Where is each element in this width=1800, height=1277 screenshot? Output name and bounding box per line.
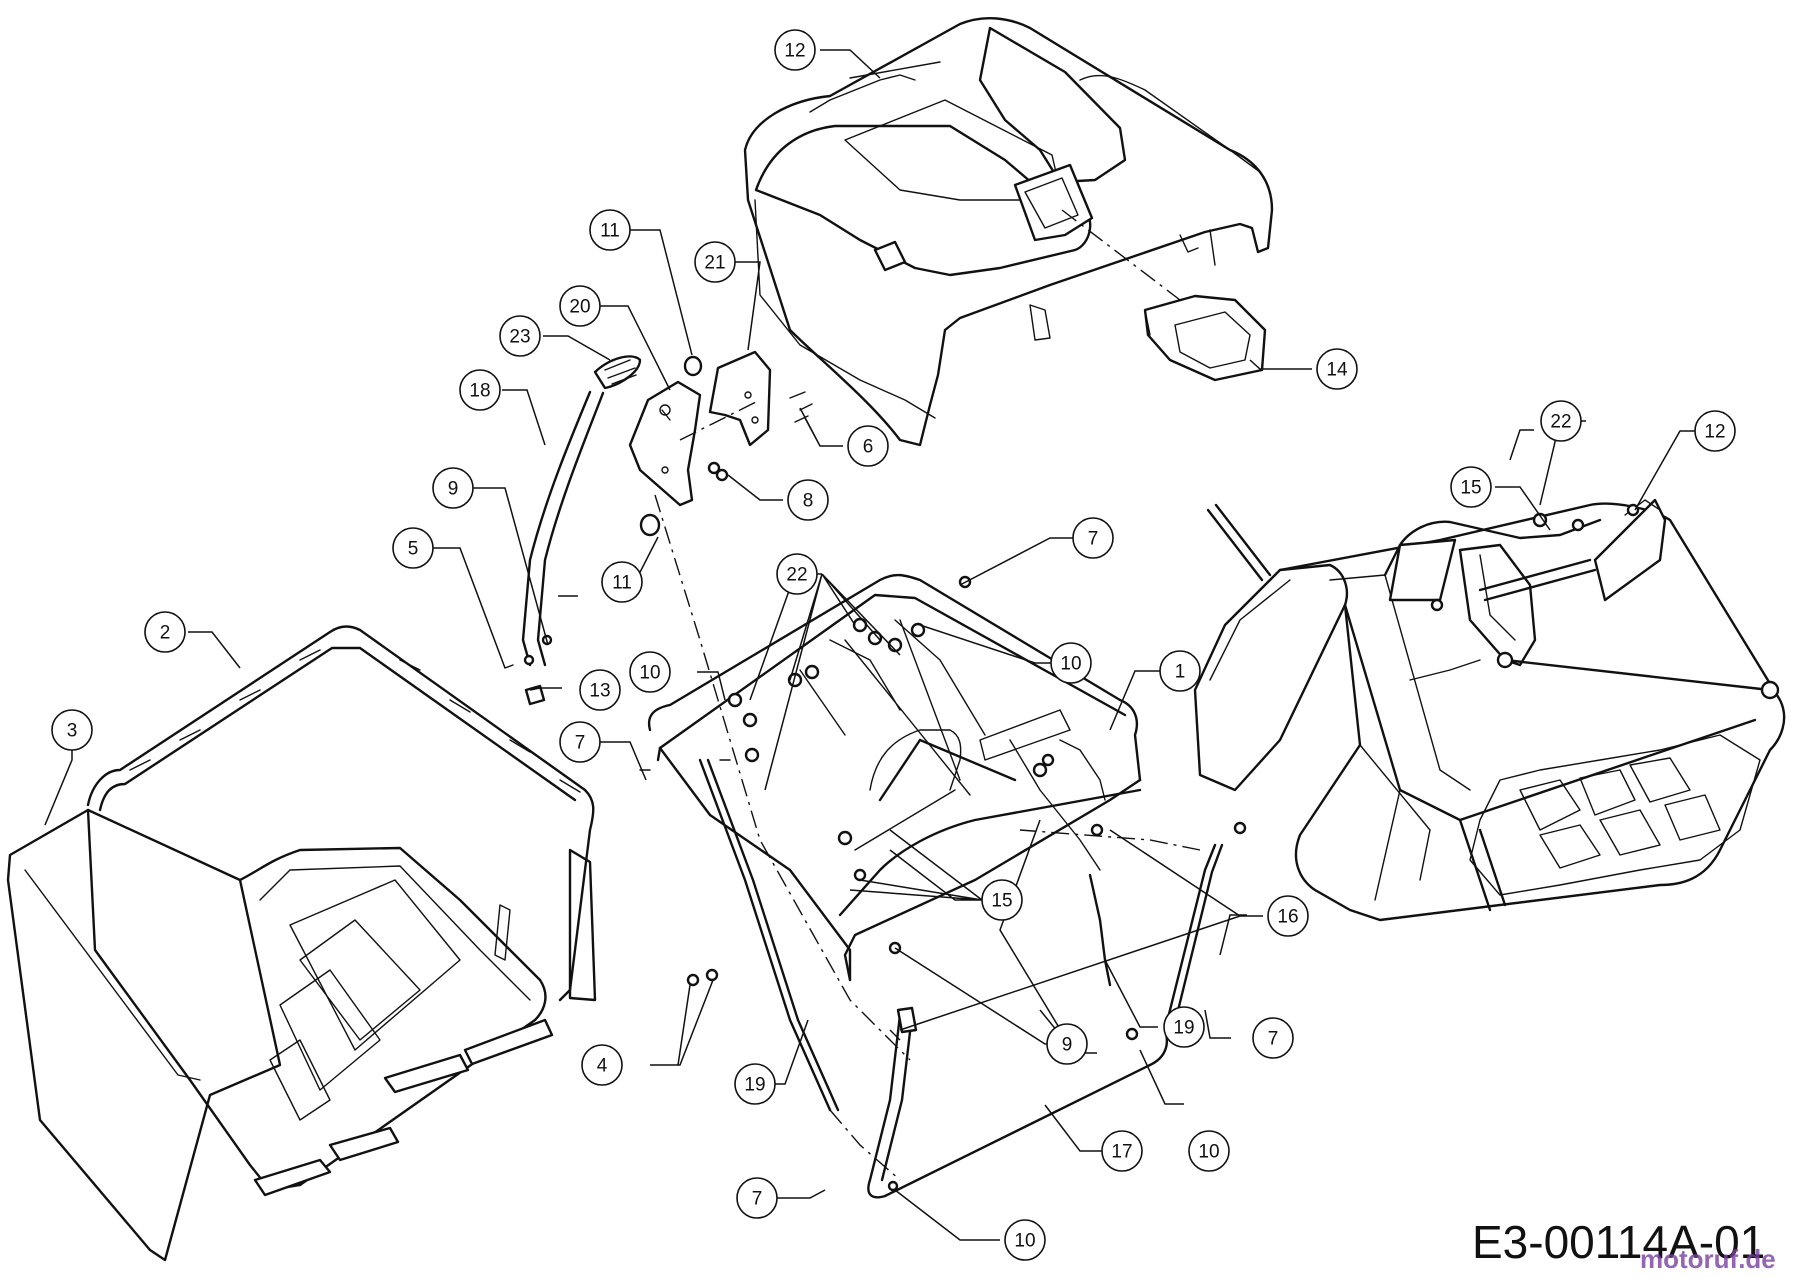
callout-label: 7: [575, 733, 586, 754]
callout-bubble: [51, 709, 93, 751]
callouts: 12 11 21 20 23 18 14 6 8 9 5 11 2 13 3 7 22 10 1 15 12 22 15 7 1…: [51, 29, 1736, 1261]
callout-bubble: [736, 1177, 778, 1219]
callout-bubble: [1540, 400, 1582, 442]
callout-bubble: [981, 879, 1023, 921]
callout-label: 1: [1175, 662, 1186, 683]
callout-label: 9: [448, 479, 459, 500]
dash-21: [679, 399, 761, 441]
part-1-frame: [647, 573, 1142, 982]
callout-label: 5: [408, 539, 419, 560]
callout-label: 7: [1268, 1029, 1279, 1050]
dash-19: [829, 1109, 901, 1181]
callout-label: 12: [784, 41, 805, 62]
callout-bubble: [1188, 1130, 1230, 1172]
callout-bubble: [774, 29, 816, 71]
callout-label: 18: [469, 381, 490, 402]
callout-label: 17: [1111, 1142, 1132, 1163]
callout-label: 23: [509, 327, 530, 348]
part-18-handle: [521, 390, 605, 667]
callout-bubble: [1252, 1017, 1294, 1059]
callout-bubble: [579, 669, 621, 711]
callout-bubble: [1004, 1219, 1046, 1261]
callout-bubble: [432, 467, 474, 509]
callout-bubble: [787, 479, 829, 521]
callout-label: 7: [752, 1189, 763, 1210]
dash-16: [1019, 829, 1201, 851]
callout-bubble: [559, 721, 601, 763]
callout-label: 2: [160, 623, 171, 644]
callout-bubble: [144, 611, 186, 653]
callout-label: 8: [803, 491, 814, 512]
callout-bubble: [1450, 466, 1492, 508]
callout-label: 22: [1550, 412, 1571, 433]
callout-bubble: [694, 241, 736, 283]
part-2-3-bag: [6, 625, 597, 1262]
callout-label: 19: [1173, 1018, 1194, 1039]
callout-label: 9: [1062, 1035, 1073, 1056]
callout-label: 10: [1060, 654, 1081, 675]
callout-label: 21: [704, 253, 725, 274]
callout-bubble: [1159, 650, 1201, 692]
leader-lines: [44, 49, 1703, 1241]
dash-14: [1061, 209, 1181, 301]
callout-label: 10: [1198, 1142, 1219, 1163]
callout-label: 19: [744, 1075, 765, 1096]
callout-label: 10: [639, 663, 660, 684]
callout-bubble: [601, 561, 643, 603]
callout-label: 22: [786, 565, 807, 586]
callout-label: 15: [1460, 478, 1481, 499]
part-21-plate: [708, 350, 772, 447]
callout-bubble: [392, 527, 434, 569]
callout-bubble: [499, 315, 541, 357]
callout-bubble: [847, 425, 889, 467]
dash-bracket: [654, 494, 911, 1061]
callout-bubble: [1072, 517, 1114, 559]
callout-bubble: [776, 553, 818, 595]
part-14-insert: [1143, 294, 1267, 382]
callout-label: 12: [1704, 422, 1725, 443]
callout-bubble: [1316, 348, 1358, 390]
part-cover-top: [743, 17, 1274, 447]
callout-bubble: [629, 651, 671, 693]
frame-fasteners: [639, 575, 1247, 987]
callout-label: 7: [1088, 529, 1099, 550]
callout-label: 15: [991, 891, 1012, 912]
callout-label: 4: [597, 1056, 608, 1077]
callout-label: 11: [612, 573, 632, 594]
callout-bubble: [1101, 1130, 1143, 1172]
part-20-bracket: [628, 380, 702, 507]
watermark-logo: motoruf.de: [1640, 1244, 1776, 1272]
callout-bubble: [581, 1044, 623, 1086]
callout-label: 20: [569, 297, 590, 318]
callout-bubble: [1050, 642, 1092, 684]
part-assembled-catcher: [1193, 498, 1786, 922]
callout-bubble: [559, 285, 601, 327]
callout-bubble: [1694, 410, 1736, 452]
callout-label: 11: [600, 221, 620, 242]
dash-17: [889, 1029, 901, 1041]
small-fasteners: [504, 355, 813, 706]
callout-label: 6: [863, 437, 874, 458]
part-19-rods: [698, 739, 1112, 1112]
callout-bubble: [459, 369, 501, 411]
diagram-code: E3-00114A-01: [1472, 1216, 1765, 1268]
callout-bubble: [1046, 1023, 1088, 1065]
callout-bubble: [1267, 895, 1309, 937]
callout-label: 10: [1014, 1231, 1035, 1252]
callout-bubble: [589, 209, 631, 251]
callout-bubble: [734, 1063, 776, 1105]
callout-label: 3: [67, 721, 78, 742]
part-23-grip: [593, 355, 642, 390]
callout-label: 14: [1326, 360, 1348, 381]
callout-label: 13: [589, 681, 610, 702]
callout-bubble: [1163, 1006, 1205, 1048]
callout-label: 16: [1277, 907, 1298, 928]
